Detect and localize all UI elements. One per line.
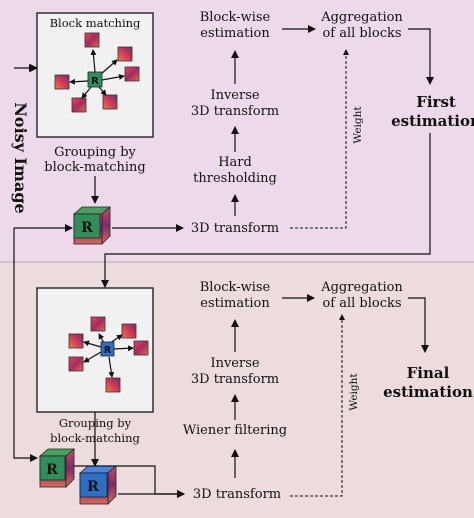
noisy-image-label: Noisy Image	[11, 102, 30, 213]
patch	[84, 32, 100, 48]
step1-output-2: estimation	[391, 112, 474, 130]
step1-transform-3d: 3D transform	[191, 221, 279, 236]
patch	[90, 316, 106, 332]
step1-weight-label: Weight	[352, 106, 364, 144]
patch	[133, 340, 149, 356]
step2-stack-2-label: R	[87, 479, 99, 495]
patch	[124, 66, 140, 82]
step1-inverse-transform-2: 3D transform	[191, 104, 279, 119]
step2-reference-block	[100, 341, 115, 357]
step1-hard-thresholding-2: thresholding	[193, 171, 277, 186]
step2-aggregation-2: of all blocks	[322, 296, 401, 311]
step1-blockwise-estimation: Block-wise	[200, 10, 271, 25]
step2-3d-stack-1	[38, 448, 76, 488]
patch	[121, 323, 137, 339]
step2-patches	[68, 316, 149, 393]
step2-inverse-transform-2: 3D transform	[191, 372, 279, 387]
step1-grouping-label-2: block-matching	[44, 160, 145, 175]
step1-matching-title: Block matching	[50, 16, 141, 30]
patch	[71, 97, 87, 113]
step1-reference-label: R	[91, 76, 99, 87]
step1-match-arrows	[69, 49, 125, 99]
step2-output-2: estimation	[383, 383, 473, 401]
step2-wiener-filtering: Wiener filtering	[183, 423, 287, 438]
step1-output: First	[416, 93, 456, 111]
step1-3d-stack	[72, 206, 112, 245]
step2-blockwise-estimation-2: estimation	[200, 296, 270, 311]
patch	[102, 94, 118, 110]
step2-reference-label: R	[104, 345, 112, 356]
step2-weight-label: Weight	[348, 373, 360, 411]
patch	[117, 46, 133, 62]
step2-stack-1-label: R	[46, 462, 58, 478]
step1-stack-label: R	[81, 220, 93, 236]
step2-aggregation: Aggregation	[320, 280, 403, 295]
step1-reference-block	[87, 71, 103, 88]
step2-3d-stack-2	[78, 465, 118, 505]
patch	[68, 333, 84, 349]
step1-grouping-label: Grouping by	[54, 145, 136, 160]
step1-inverse-transform: Inverse	[210, 88, 259, 103]
patch	[54, 74, 70, 90]
step2-transform-3d: 3D transform	[193, 487, 281, 502]
patch	[105, 377, 121, 393]
step1-aggregation-2: of all blocks	[322, 26, 401, 41]
step1-blockwise-estimation-2: estimation	[200, 26, 270, 41]
step2-blockwise-estimation: Block-wise	[200, 280, 271, 295]
step2-inverse-transform: Inverse	[210, 356, 259, 371]
step1-hard-thresholding: Hard	[218, 155, 252, 170]
step1-aggregation: Aggregation	[320, 10, 403, 25]
step1-patches	[54, 32, 140, 113]
patch	[68, 356, 84, 372]
step2-output: Final	[407, 364, 450, 382]
